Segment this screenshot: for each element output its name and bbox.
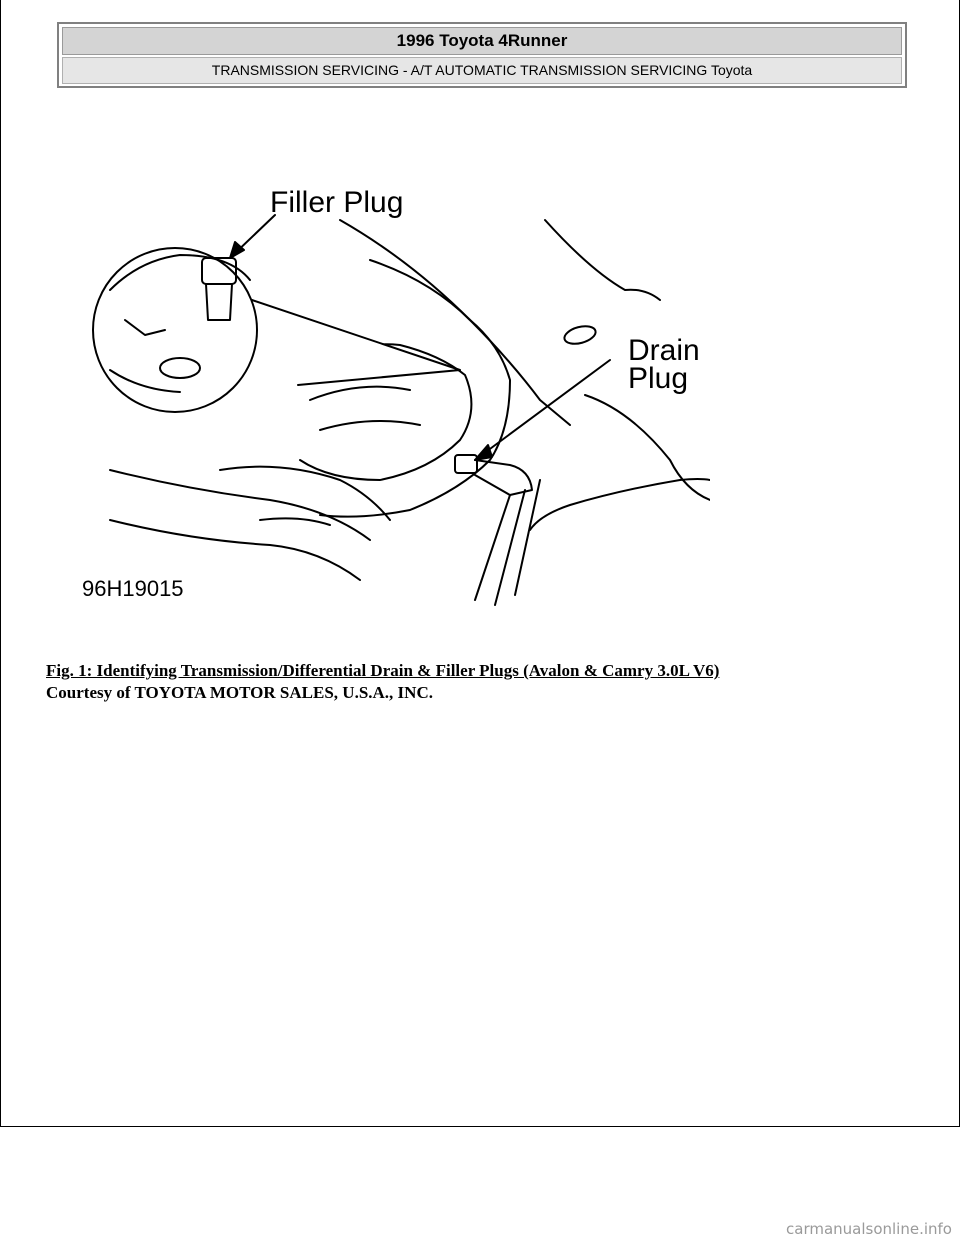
callout-connector xyxy=(251,299,461,386)
filler-arrowhead xyxy=(229,241,245,259)
figure-caption: Fig. 1: Identifying Transmission/Differe… xyxy=(46,660,926,704)
callout-detail-3 xyxy=(124,319,166,336)
filler-hole xyxy=(159,357,201,379)
case-ridge-4 xyxy=(109,469,371,541)
case-ridge-3 xyxy=(219,465,391,521)
caption-title: Fig. 1: Identifying Transmission/Differe… xyxy=(46,661,720,680)
drain-plug-shape xyxy=(454,454,478,474)
callout-circle xyxy=(92,247,258,413)
case-ridge-1 xyxy=(309,385,411,401)
body-bottom-right xyxy=(529,478,710,531)
body-lower-curve xyxy=(584,394,710,501)
drain-leader xyxy=(474,359,611,461)
header-subtitle: TRANSMISSION SERVICING - A/T AUTOMATIC T… xyxy=(62,57,902,84)
filler-plug-thread xyxy=(205,283,233,321)
case-ridge-6 xyxy=(259,517,331,526)
watermark: carmanualsonline.info xyxy=(786,1220,952,1238)
header-title: 1996 Toyota 4Runner xyxy=(62,27,902,55)
wrench-handle-3 xyxy=(514,479,541,596)
filler-plug-label: Filler Plug xyxy=(270,186,403,219)
figure-illustration: Filler Plug Drain Plug 96H19015 xyxy=(70,170,710,615)
wrench-handle-1 xyxy=(474,494,511,601)
case-ridge-2 xyxy=(319,420,421,431)
case-outline xyxy=(319,259,511,518)
wrench-handle-2 xyxy=(494,489,526,606)
drain-plug-label-line1: Drain xyxy=(628,334,700,367)
body-outline-right xyxy=(544,219,661,301)
caption-credit: Courtesy of TOYOTA MOTOR SALES, U.S.A., … xyxy=(46,683,433,702)
drain-plug-label-line2: Plug xyxy=(628,362,688,395)
hole-ellipse xyxy=(563,325,597,345)
figure-code: 96H19015 xyxy=(82,576,184,601)
case-ridge-5 xyxy=(109,519,361,581)
callout-detail-2 xyxy=(109,369,181,393)
drain-arrowhead xyxy=(474,444,493,461)
body-outline xyxy=(339,219,571,426)
callout-detail-1 xyxy=(109,254,251,291)
document-header: 1996 Toyota 4Runner TRANSMISSION SERVICI… xyxy=(57,22,907,88)
wrench-head xyxy=(474,459,533,496)
